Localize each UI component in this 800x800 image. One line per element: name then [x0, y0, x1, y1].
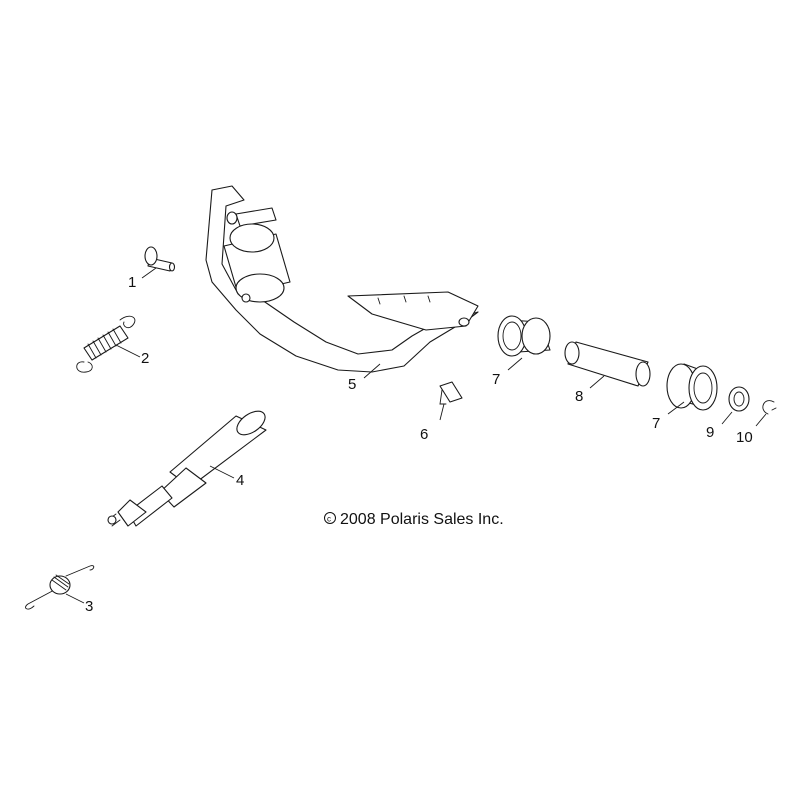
leader-line-3 — [65, 593, 85, 604]
leader-line-7a — [507, 357, 523, 371]
leader-line-9 — [721, 411, 733, 425]
callout-6: 6 — [420, 426, 428, 443]
sleeve-part-8 — [564, 341, 651, 387]
leader-line-2 — [115, 344, 141, 358]
callout-4: 4 — [236, 472, 244, 489]
callout-10: 10 — [736, 429, 753, 446]
flanged-bushing-part-7 — [497, 315, 551, 357]
callout-2: 2 — [141, 350, 149, 367]
extension-spring-part-2 — [76, 315, 136, 373]
copyright-symbol: c — [324, 512, 336, 524]
e-clip-part-10 — [762, 400, 777, 415]
leader-line-8 — [589, 375, 605, 389]
bushing-part-7 — [666, 363, 718, 411]
washer-part-9 — [728, 386, 750, 412]
svg-text:c: c — [327, 515, 331, 524]
clevis-pin-part-1 — [144, 246, 176, 272]
leader-line-7b — [667, 401, 685, 415]
callout-9: 9 — [706, 424, 714, 441]
copyright-text: 2008 Polaris Sales Inc. — [340, 511, 504, 528]
leader-line-4 — [209, 465, 235, 479]
callout-8: 8 — [575, 388, 583, 405]
leader-line-6 — [439, 403, 445, 421]
callout-3: 3 — [85, 598, 93, 615]
pedal-bracket-part-5 — [205, 185, 479, 373]
leader-line-5 — [363, 363, 381, 379]
leader-line-10 — [755, 413, 767, 427]
callout-7-second: 7 — [652, 415, 660, 432]
leader-line-1 — [141, 267, 157, 279]
clip-part-6 — [439, 381, 463, 405]
callout-7-first: 7 — [492, 371, 500, 388]
shaft-actuator-part-4 — [107, 410, 267, 527]
callout-5: 5 — [348, 376, 356, 393]
callout-1: 1 — [128, 274, 136, 291]
torsion-spring-part-3 — [25, 565, 95, 610]
